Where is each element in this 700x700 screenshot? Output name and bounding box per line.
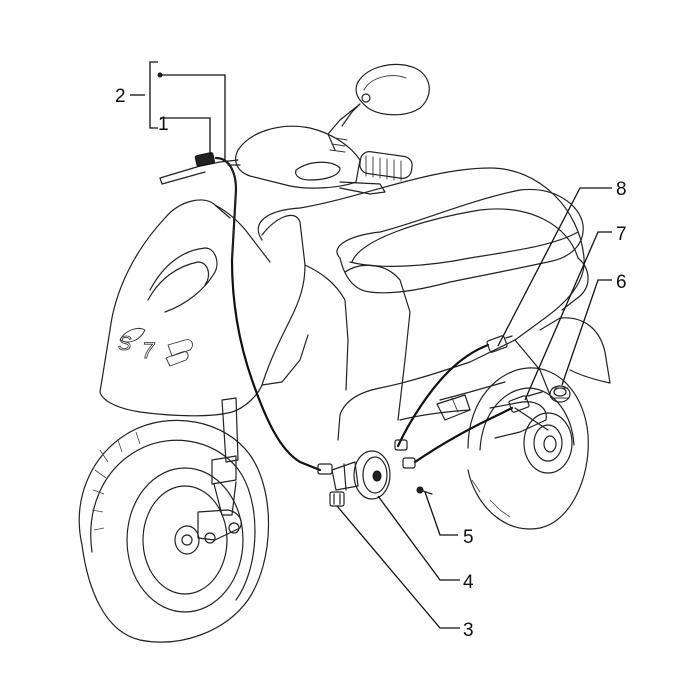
- rear-body: [257, 167, 611, 441]
- leader-lines: [130, 61, 612, 629]
- callout-1: 1: [158, 114, 169, 135]
- callout-labels: 2 1 8 7 6 5 4 3: [115, 86, 627, 641]
- svg-text:S: S: [118, 333, 132, 355]
- callout-5: 5: [463, 527, 474, 548]
- speedometer-cable: [194, 152, 333, 475]
- front-wheel: [78, 397, 270, 643]
- mirror: [341, 63, 430, 127]
- callout-2: 2: [115, 86, 126, 107]
- speedometer-drive: [331, 450, 391, 500]
- screw: [416, 486, 433, 495]
- callout-6: 6: [616, 272, 627, 293]
- callout-4: 4: [463, 572, 474, 593]
- rear-cables: [394, 335, 543, 469]
- front-shield: S 7: [99, 199, 349, 417]
- callout-8: 8: [616, 179, 627, 200]
- handlebar: [159, 103, 413, 195]
- cable-clip: [329, 491, 345, 507]
- callout-7: 7: [616, 224, 627, 245]
- svg-text:7: 7: [142, 338, 155, 363]
- grommet: [549, 385, 571, 403]
- callout-3: 3: [463, 620, 474, 641]
